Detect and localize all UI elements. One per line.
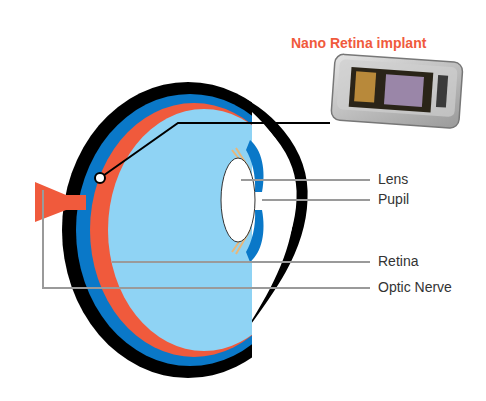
choroid-layer xyxy=(76,94,252,366)
leader-line xyxy=(43,190,370,288)
leader-line xyxy=(262,199,370,201)
part-label: Lens xyxy=(378,170,408,188)
part-label: Retina xyxy=(378,252,418,270)
leader-line xyxy=(241,179,370,181)
implant-label: Nano Retina implant xyxy=(291,34,426,52)
implant-leader xyxy=(100,123,330,178)
part-label: Pupil xyxy=(378,190,409,208)
leader-line xyxy=(112,261,370,263)
part-label: Optic Nerve xyxy=(378,278,452,296)
lens xyxy=(221,158,255,242)
vitreous-body xyxy=(108,109,252,351)
implant-marker xyxy=(95,173,105,183)
eye-outer-wall xyxy=(62,82,252,378)
implant-chip xyxy=(331,54,463,129)
